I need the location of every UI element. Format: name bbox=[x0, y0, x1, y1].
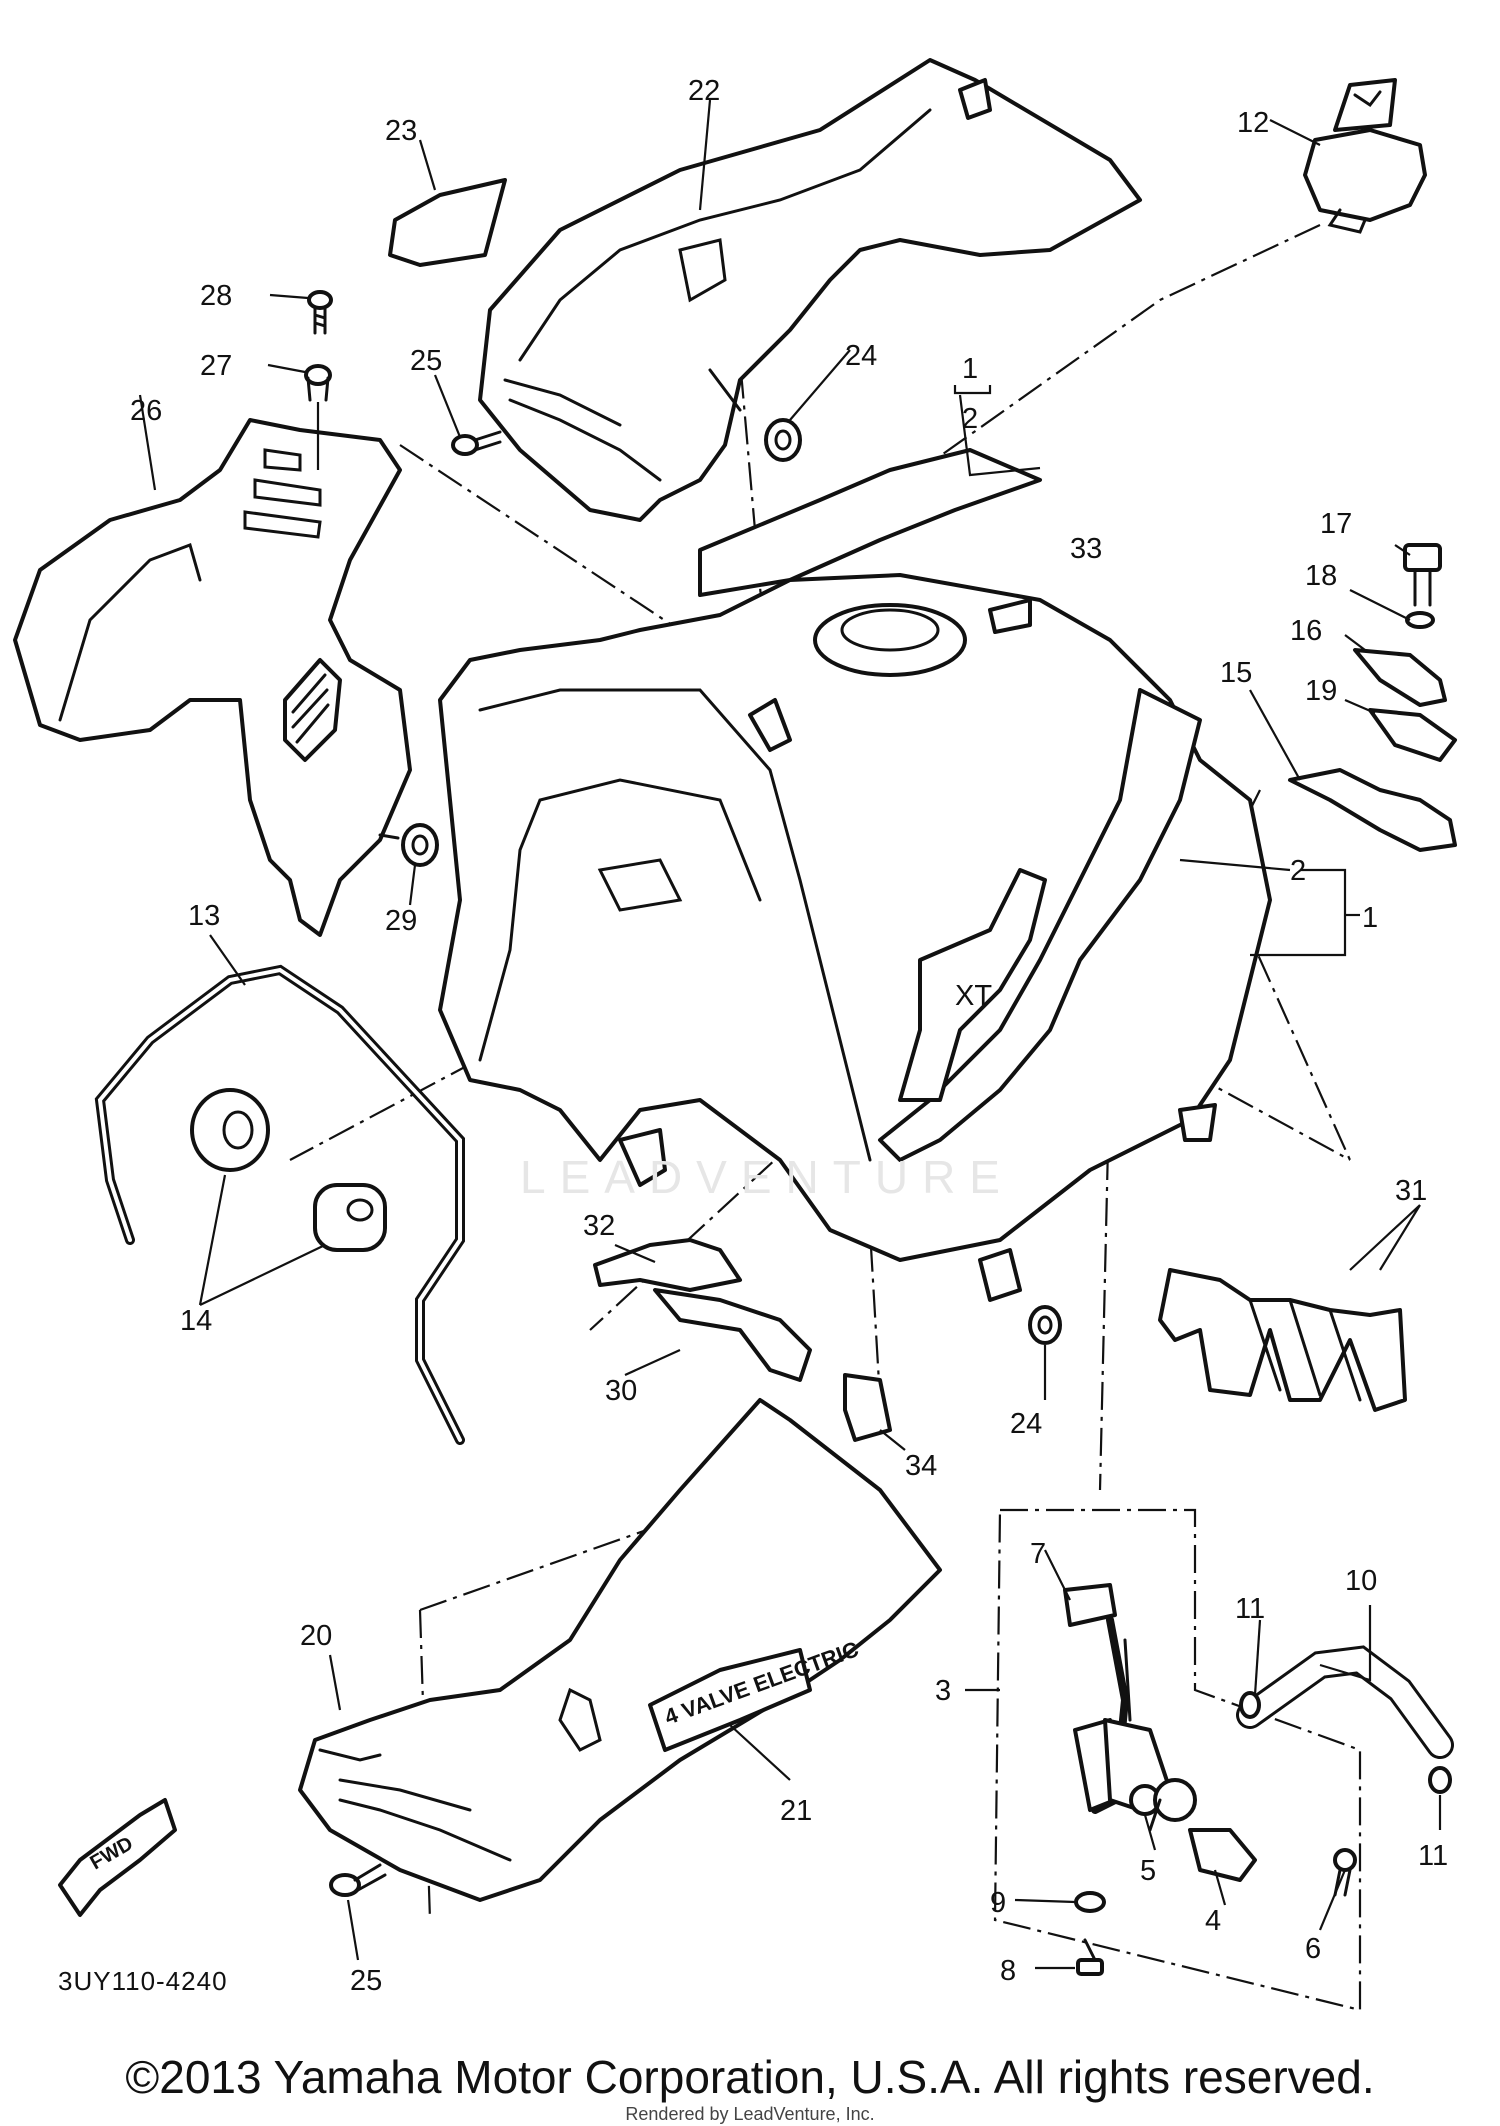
callout-29: 29 bbox=[385, 905, 417, 937]
callout-34: 34 bbox=[905, 1450, 937, 1482]
diagram-code: 3UY110-4240 bbox=[58, 1966, 228, 1996]
tank-logo-text: XT bbox=[955, 980, 992, 1012]
part-31-heat-shield bbox=[1158, 1268, 1407, 1412]
callout-28: 28 bbox=[200, 280, 232, 312]
part-13-bracket bbox=[94, 964, 465, 1445]
part-2-tank-emblem-upper bbox=[698, 448, 1042, 597]
part-17-bolt bbox=[1403, 543, 1442, 607]
callout-26: 26 bbox=[130, 395, 162, 427]
part-22-upper-side-cover bbox=[478, 58, 1142, 522]
part-33-tank-label bbox=[988, 598, 1032, 634]
part-3-fuel-cock-assembly bbox=[1063, 1583, 1257, 1882]
callout-22: 22 bbox=[688, 75, 720, 107]
part-34-pad bbox=[843, 1373, 892, 1442]
callout-10: 10 bbox=[1345, 1565, 1377, 1597]
callout-24-lower: 24 bbox=[1010, 1408, 1042, 1440]
callout-6: 6 bbox=[1305, 1933, 1321, 1965]
callout-17: 17 bbox=[1320, 508, 1352, 540]
callout-33: 33 bbox=[1070, 533, 1102, 565]
callout-27: 27 bbox=[200, 350, 232, 382]
callout-7: 7 bbox=[1030, 1538, 1046, 1570]
part-7-strainer bbox=[1063, 1583, 1117, 1627]
fuel-tank: XT bbox=[438, 573, 1272, 1302]
part-4-lever bbox=[1188, 1828, 1257, 1882]
part-29-grommet bbox=[378, 823, 439, 867]
callout-1: 1 bbox=[1362, 902, 1378, 934]
tank-logo-graphic bbox=[898, 868, 1047, 1102]
callout-13: 13 bbox=[188, 900, 220, 932]
part-24-grommet-lower bbox=[1028, 1305, 1062, 1345]
part-25-screw-upper bbox=[451, 430, 502, 456]
callout-12: 12 bbox=[1237, 107, 1269, 139]
callout-15: 15 bbox=[1220, 657, 1252, 689]
part-9-washer bbox=[1074, 1891, 1106, 1913]
callout-1-upper: 1 bbox=[962, 353, 978, 385]
callout-21: 21 bbox=[780, 1795, 812, 1827]
callout-31: 31 bbox=[1395, 1175, 1427, 1207]
leader-lines bbox=[138, 99, 1442, 1970]
callout-25-lower: 25 bbox=[350, 1965, 382, 1997]
part-11-clip-upper bbox=[1239, 1691, 1261, 1719]
callout-4: 4 bbox=[1205, 1905, 1221, 1937]
part-26-tank-side-cover-left bbox=[13, 418, 412, 937]
callout-11-lower: 11 bbox=[1418, 1840, 1448, 1872]
callout-16: 16 bbox=[1290, 615, 1322, 647]
callout-30: 30 bbox=[605, 1375, 637, 1407]
callout-25-upper: 25 bbox=[410, 345, 442, 377]
callout-9: 9 bbox=[990, 1887, 1006, 1919]
part-19-bracket bbox=[1368, 708, 1457, 762]
part-27-collar bbox=[304, 364, 332, 470]
part-28-screw bbox=[307, 290, 333, 335]
callout-20: 20 bbox=[300, 1620, 332, 1652]
copyright-notice: ©2013 Yamaha Motor Corporation, U.S.A. A… bbox=[125, 2051, 1375, 2103]
callout-32: 32 bbox=[583, 1210, 615, 1242]
callout-24-upper: 24 bbox=[845, 340, 877, 372]
part-20-lower-side-cover bbox=[298, 1398, 942, 1902]
callout-18: 18 bbox=[1305, 560, 1337, 592]
callout-numbers: 12 22 23 28 27 25 24 26 1 2 33 17 18 16 … bbox=[58, 75, 1448, 1997]
part-14-dampers bbox=[190, 1088, 387, 1252]
callout-8: 8 bbox=[1000, 1955, 1016, 1987]
part-23-decal bbox=[388, 178, 507, 267]
rendered-by-notice: Rendered by LeadVenture, Inc. bbox=[625, 2104, 875, 2124]
part-32-plate bbox=[593, 1238, 742, 1292]
callout-3: 3 bbox=[935, 1675, 951, 1707]
part-16-bracket bbox=[1353, 648, 1447, 707]
callout-14: 14 bbox=[180, 1305, 212, 1337]
callout-23: 23 bbox=[385, 115, 417, 147]
callout-11-upper: 11 bbox=[1235, 1593, 1265, 1625]
part-30-plate bbox=[653, 1288, 812, 1382]
part-25-screw-lower bbox=[329, 1863, 387, 1897]
part-12-fuel-cap bbox=[1303, 78, 1427, 234]
part-15-bracket bbox=[1288, 768, 1457, 852]
callout-2: 2 bbox=[1290, 855, 1306, 887]
part-18-washer bbox=[1405, 611, 1435, 629]
part-24-grommet-upper bbox=[764, 418, 802, 462]
callout-2-upper: 2 bbox=[962, 403, 978, 435]
callout-5: 5 bbox=[1140, 1855, 1156, 1887]
watermark: LEADVENTURE bbox=[520, 1151, 1014, 1203]
callout-19: 19 bbox=[1305, 675, 1337, 707]
fwd-arrow: FWD bbox=[58, 1798, 177, 1917]
part-11-clip-lower bbox=[1428, 1766, 1452, 1794]
part-8-bolt bbox=[1076, 1938, 1104, 1976]
